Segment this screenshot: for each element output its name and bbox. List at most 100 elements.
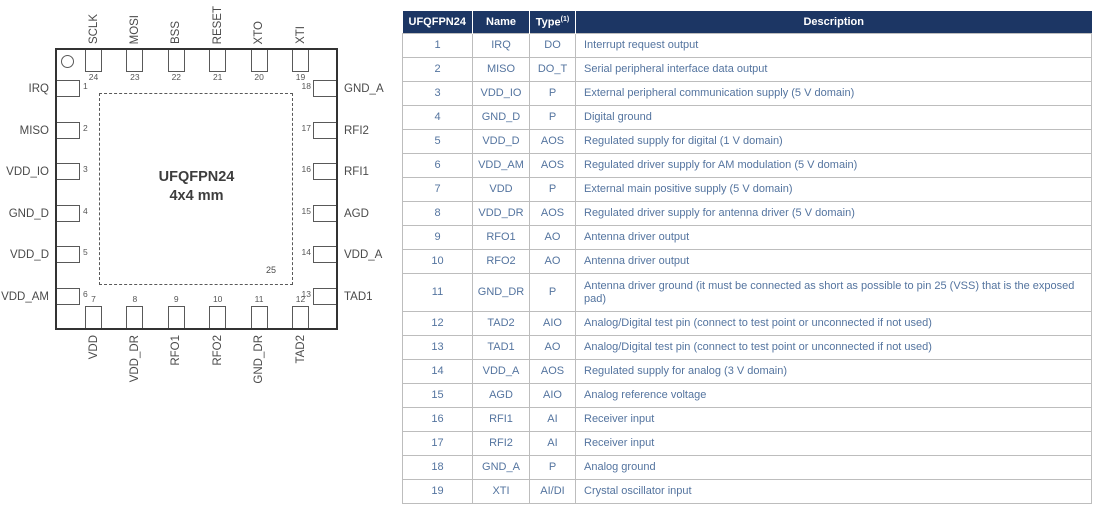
cell-pin: 3: [402, 81, 473, 106]
pin-11: [250, 306, 268, 328]
package-title: UFQFPN24 4x4 mm: [55, 168, 338, 206]
cell-type: AI/DI: [529, 479, 576, 504]
cell-name: VDD_D: [472, 129, 530, 154]
cell-pin: 7: [402, 177, 473, 202]
cell-name: RFO2: [472, 249, 530, 274]
pin-9: [167, 306, 185, 328]
cell-type: AO: [529, 225, 576, 250]
pin-1: [57, 80, 80, 97]
cell-pin: 12: [402, 311, 473, 336]
col-header-type: Type(1): [529, 11, 576, 34]
col-header-description: Description: [575, 11, 1092, 34]
cell-name: VDD: [472, 177, 530, 202]
pin-20-number: 20: [254, 72, 264, 82]
cell-description: Regulated supply for analog (3 V domain): [575, 359, 1092, 384]
cell-type: DO: [529, 33, 576, 58]
pin-17-number: 17: [301, 122, 311, 133]
cell-name: GND_D: [472, 105, 530, 130]
pin-21: [209, 50, 227, 72]
pin-19: [292, 50, 309, 72]
pin-5: [57, 246, 80, 263]
pin-17-label: RFI2: [344, 124, 369, 137]
cell-description: Analog/Digital test pin (connect to test…: [575, 311, 1092, 336]
cell-type: AI: [529, 431, 576, 456]
table-header-row: UFQFPN24 Name Type(1) Description: [402, 11, 1092, 34]
cell-description: Regulated supply for digital (1 V domain…: [575, 129, 1092, 154]
col-header-name: Name: [472, 11, 530, 34]
cell-pin: 15: [402, 383, 473, 408]
pin-7: [85, 306, 102, 328]
cell-description: Digital ground: [575, 105, 1092, 130]
pin-18-label: GND_A: [344, 83, 384, 95]
col-header-ufqfpn24: UFQFPN24: [402, 11, 473, 34]
cell-type: P: [529, 177, 576, 202]
cell-name: RFO1: [472, 225, 530, 250]
cell-pin: 8: [402, 201, 473, 226]
cell-type: AO: [529, 249, 576, 274]
cell-pin: 1: [402, 33, 473, 58]
cell-pin: 11: [402, 273, 473, 312]
pin-18: [313, 80, 336, 97]
cell-name: VDD_DR: [472, 201, 530, 226]
cell-type: AO: [529, 335, 576, 360]
cell-description: Receiver input: [575, 407, 1092, 432]
cell-type: AOS: [529, 129, 576, 154]
cell-description: External main positive supply (5 V domai…: [575, 177, 1092, 202]
pin-6: [57, 287, 80, 305]
cell-pin: 13: [402, 335, 473, 360]
pin-1-label: IRQ: [28, 83, 49, 95]
pin-10-number: 10: [212, 294, 223, 304]
pin-14-number: 14: [301, 247, 311, 257]
pin-5-label: VDD_D: [10, 249, 49, 261]
cell-pin: 4: [402, 105, 473, 130]
pin-23-number: 23: [130, 72, 140, 82]
cell-name: RFI2: [472, 431, 530, 456]
cell-pin: 2: [402, 57, 473, 82]
pin-7-label: VDD: [87, 335, 100, 360]
pin-12-number: 12: [295, 294, 306, 304]
cell-description: Analog/Digital test pin (connect to test…: [575, 335, 1092, 360]
pin-18-number: 18: [301, 81, 311, 91]
cell-description: Regulated driver supply for AM modulatio…: [575, 153, 1092, 178]
cell-name: TAD1: [472, 335, 530, 360]
cell-name: IRQ: [472, 33, 530, 58]
pin-3-number: 3: [83, 164, 88, 174]
pin-16-label: RFI1: [344, 166, 369, 178]
pin-22: [167, 50, 185, 72]
cell-description: Antenna driver output: [575, 225, 1092, 250]
cell-description: Regulated driver supply for antenna driv…: [575, 201, 1092, 226]
cell-name: XTI: [472, 479, 530, 504]
cell-name: AGD: [472, 383, 530, 408]
pin-15-label: AGD: [344, 207, 369, 220]
pin-19-number: 19: [295, 72, 306, 82]
cell-name: VDD_AM: [472, 153, 530, 178]
cell-type: AIO: [529, 383, 576, 408]
cell-description: Interrupt request output: [575, 33, 1092, 58]
cell-description: Antenna driver output: [575, 249, 1092, 274]
cell-pin: 19: [402, 479, 473, 504]
pin-2-label: MISO: [19, 124, 49, 137]
cell-name: MISO: [472, 57, 530, 82]
cell-type: P: [529, 273, 576, 312]
pin-4-label: GND_D: [8, 207, 49, 220]
cell-type: AOS: [529, 359, 576, 384]
pin-4-number: 4: [83, 205, 88, 216]
cell-pin: 18: [402, 455, 473, 480]
pin-24-number: 24: [88, 72, 99, 82]
chip-outline: [55, 48, 338, 330]
cell-name: GND_A: [472, 455, 530, 480]
